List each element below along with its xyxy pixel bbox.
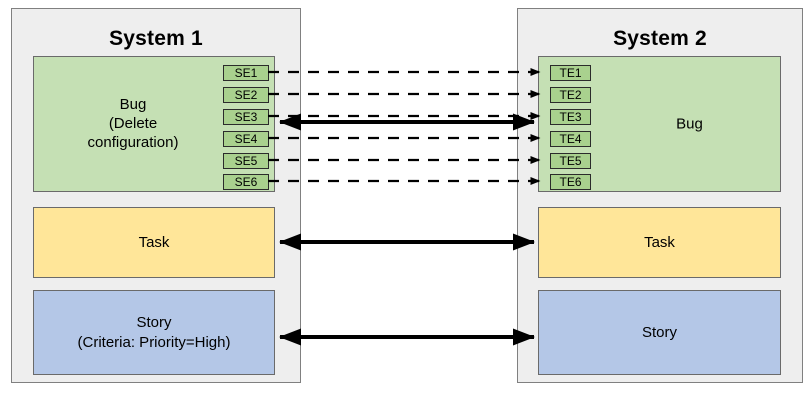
- endpoint-chip-se4[interactable]: SE4: [223, 131, 269, 147]
- artifact-bug-system-1[interactable]: Bug (Delete configuration) SE1 SE2 SE3 S…: [33, 56, 275, 192]
- connector-group-artifacts: [279, 113, 535, 346]
- artifact-story-system-2-label: Story: [641, 323, 677, 341]
- artifact-story-system-2[interactable]: Story: [538, 290, 781, 375]
- bug-label-line-3: configuration): [87, 134, 179, 152]
- endpoint-chip-te4[interactable]: TE4: [550, 131, 591, 147]
- artifact-story-system-1[interactable]: Story (Criteria: Priority=High): [33, 290, 275, 375]
- artifact-bug-system-1-label: Bug (Delete configuration): [40, 95, 226, 153]
- artifact-story-system-1-label: Story (Criteria: Priority=High): [78, 313, 231, 351]
- endpoint-chip-se2[interactable]: SE2: [223, 87, 269, 103]
- endpoint-chip-te2[interactable]: TE2: [550, 87, 591, 103]
- endpoint-chip-se6[interactable]: SE6: [223, 174, 269, 190]
- story-label-line-2: (Criteria: Priority=High): [77, 333, 231, 351]
- endpoint-chip-te3[interactable]: TE3: [550, 109, 591, 125]
- endpoint-chip-se3[interactable]: SE3: [223, 109, 269, 125]
- system-title-system-2: System 2: [613, 27, 707, 50]
- artifact-task-system-1-label: Task: [138, 233, 170, 251]
- connector-group-endpoints: [268, 68, 541, 185]
- artifact-task-system-2-label: Task: [644, 233, 675, 251]
- bug-label-line-2: (Delete: [108, 115, 158, 133]
- endpoint-chip-te5[interactable]: TE5: [550, 153, 591, 169]
- artifact-task-system-1[interactable]: Task: [33, 207, 275, 278]
- artifact-task-system-2[interactable]: Task: [538, 207, 781, 278]
- endpoint-chip-se1[interactable]: SE1: [223, 65, 269, 81]
- artifact-bug-system-2[interactable]: Bug TE1 TE2 TE3 TE4 TE5 TE6: [538, 56, 781, 192]
- endpoint-chip-se5[interactable]: SE5: [223, 153, 269, 169]
- system-title-system-1: System 1: [109, 27, 203, 50]
- artifact-bug-system-2-label: Bug: [676, 115, 703, 133]
- endpoint-chip-te6[interactable]: TE6: [550, 174, 591, 190]
- endpoint-chip-te1[interactable]: TE1: [550, 65, 591, 81]
- bug-label-line-1: Bug: [119, 96, 147, 114]
- story-label-line-1: Story: [136, 314, 172, 332]
